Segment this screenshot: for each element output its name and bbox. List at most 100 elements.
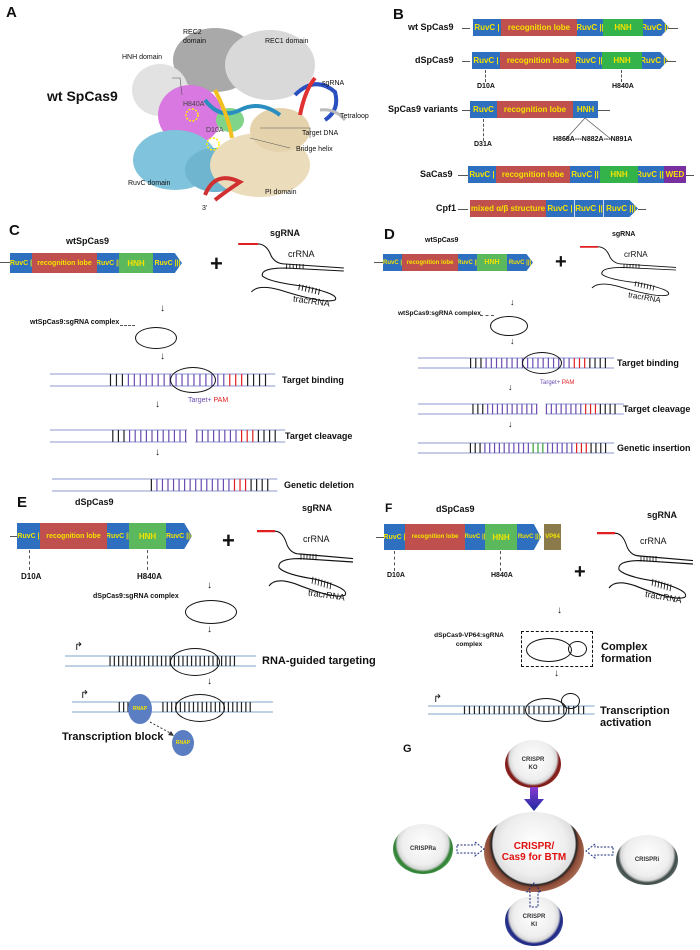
c-protein-bar: RuvC | recognition lobe RuvC || HNH RuvC… xyxy=(10,253,182,273)
f-vp64-ellipse xyxy=(568,641,587,657)
f-step-2: Transcription activation xyxy=(600,705,670,729)
e-promoter-arrow-1: ↱ xyxy=(74,641,84,653)
f-mutation-h840a: H840A xyxy=(491,572,513,579)
panel-e-label: E xyxy=(17,494,28,511)
b-mutation-d31a: D31A xyxy=(474,141,492,148)
domain-ruvc3: RuvC ||| xyxy=(153,253,182,273)
d-legend: Target+ PAM xyxy=(540,380,575,386)
g-crispri-label: CRISPRi xyxy=(634,857,660,863)
f-complex-label-line2: complex xyxy=(455,641,483,648)
crrna-strand xyxy=(614,532,694,562)
e-arrow-2: ↓ xyxy=(207,624,212,635)
domain-hnh: HNH xyxy=(129,523,166,549)
tracrrna-pair xyxy=(329,582,332,590)
panel-g-label: G xyxy=(403,743,412,755)
d-legend-target: Target xyxy=(540,380,557,386)
domain-hnh: HNH xyxy=(485,524,517,550)
c-dna-target-cleavage xyxy=(50,429,286,443)
domain-ruvc2: RuvC || xyxy=(458,254,477,271)
bridge-helix-label: Bridge helix xyxy=(296,146,333,153)
panel-c-label: C xyxy=(9,222,20,239)
e-dna-rna-guided-targeting xyxy=(65,655,257,667)
domain-hnh: HNH xyxy=(600,166,638,183)
sgrna-shape xyxy=(238,243,344,302)
g-node-crispri: CRISPRi xyxy=(616,835,678,885)
domain-ruvc1: RuvC | xyxy=(384,524,405,550)
c-crrna-label: crRNA xyxy=(288,249,315,259)
bridge-helix xyxy=(213,89,234,139)
e-step-2: Transcription block xyxy=(62,731,164,743)
e-step-1: RNA-guided targeting xyxy=(262,655,376,667)
domain-hnh: HNH xyxy=(602,52,642,69)
hnh-domain-label: HNH domain xyxy=(122,54,163,61)
d-legend-pam: PAM xyxy=(561,380,575,386)
domain-ruvc1: RuvC | xyxy=(473,19,501,36)
tracrrna-strand xyxy=(608,559,694,599)
c-legend: Target+ PAM xyxy=(188,397,229,404)
d-crrna-label: crRNA xyxy=(624,250,648,259)
crrna-strand xyxy=(257,243,344,269)
c-complex-label: wtSpCas9:sgRNA complex xyxy=(30,319,120,326)
domain-recognition-lobe: recognition lobe xyxy=(496,166,570,183)
f-step-1: Complex formation xyxy=(601,641,652,665)
e-rnap-release-arrow xyxy=(149,721,174,736)
f-protein-title: dSpCas9 xyxy=(436,504,475,514)
d-step-3: Genetic insertion xyxy=(617,443,691,453)
rec1-domain-label: REC1 domain xyxy=(265,38,309,45)
tetraloop-label: Tetraloop xyxy=(340,113,369,120)
domain-ruvc1: RuvC | xyxy=(17,523,40,549)
b-row-sacas9-name: SaCas9 xyxy=(420,169,453,179)
d-arrow-3: ↓ xyxy=(508,382,513,392)
f-activation-vp64 xyxy=(561,693,580,709)
b-sacas9-bar: RuvC | recognition lobe RuvC || HNH RuvC… xyxy=(468,166,686,183)
tracrrna-pair xyxy=(651,578,654,586)
c-arrow-2: ↓ xyxy=(160,351,165,362)
sgrna-helix xyxy=(293,82,339,122)
d10a-label: D10A xyxy=(206,127,224,134)
tracrrna-pair xyxy=(308,286,311,293)
f-complex-box xyxy=(521,631,593,667)
g-center-line1: CRISPR/ xyxy=(513,841,555,852)
h840a-site-ring xyxy=(185,108,199,122)
g-node-crispr-ki: CRISPR KI xyxy=(505,896,563,946)
tracrrna-pair xyxy=(311,576,314,584)
e-complex-ellipse xyxy=(185,600,237,624)
g-arrow-ko-down xyxy=(524,787,544,811)
d-step-1: Target binding xyxy=(617,358,679,368)
e-mutation-h840a: H840A xyxy=(137,572,162,581)
c-plus-sign: + xyxy=(210,251,223,276)
domain-recognition-lobe: recognition lobe xyxy=(501,19,577,36)
g-ki-line2: KI xyxy=(531,922,537,928)
rec1-lobe-shape xyxy=(225,30,315,100)
h840a-label: H840A xyxy=(183,101,205,108)
pi-domain-label: PI domain xyxy=(265,189,297,196)
domain-ruvc2: RuvC || xyxy=(577,19,603,36)
d-step-2: Target cleavage xyxy=(623,404,691,414)
e-complex-label: dSpCas9:sgRNA complex xyxy=(93,593,179,600)
domain-ruvc3: RuvC ||| xyxy=(604,200,638,217)
c-binding-ellipse xyxy=(170,367,216,393)
panel-a-title: wt SpCas9 xyxy=(47,88,118,104)
domain-ruvc3: RuvC ||| xyxy=(507,254,533,271)
b-mutation-hnh-triple: H868A---N882A---N891A xyxy=(553,136,633,143)
domain-ruvc1: RuvC | xyxy=(546,200,575,217)
c-step-3: Genetic deletion xyxy=(284,480,355,490)
c-protein-title: wtSpCas9 xyxy=(66,236,110,246)
d-dna-target-cleavage xyxy=(418,403,624,415)
sgrna-shape xyxy=(597,532,694,599)
panel-b-label: B xyxy=(393,6,404,23)
tracrrna-pair xyxy=(298,283,301,291)
domain-recognition-lobe: recognition lobe xyxy=(32,253,97,273)
f-sgrna-diagram xyxy=(597,532,694,599)
c-legend-pam: PAM xyxy=(213,397,229,404)
e-sgrna-title: sgRNA xyxy=(302,503,333,513)
d-protein-title: wtSpCas9 xyxy=(425,237,459,244)
f-activation-ellipse xyxy=(525,698,567,722)
f-sgrna-title: sgRNA xyxy=(647,510,678,520)
domain-hnh: HNH xyxy=(477,254,507,271)
d-arrow-2: ↓ xyxy=(510,336,515,346)
f-arrow-2: ↓ xyxy=(554,668,559,679)
c-arrow-3: ↓ xyxy=(155,399,160,410)
domain-ruvc2: RuvC || xyxy=(576,52,602,69)
tracrrna-pair xyxy=(314,577,317,585)
